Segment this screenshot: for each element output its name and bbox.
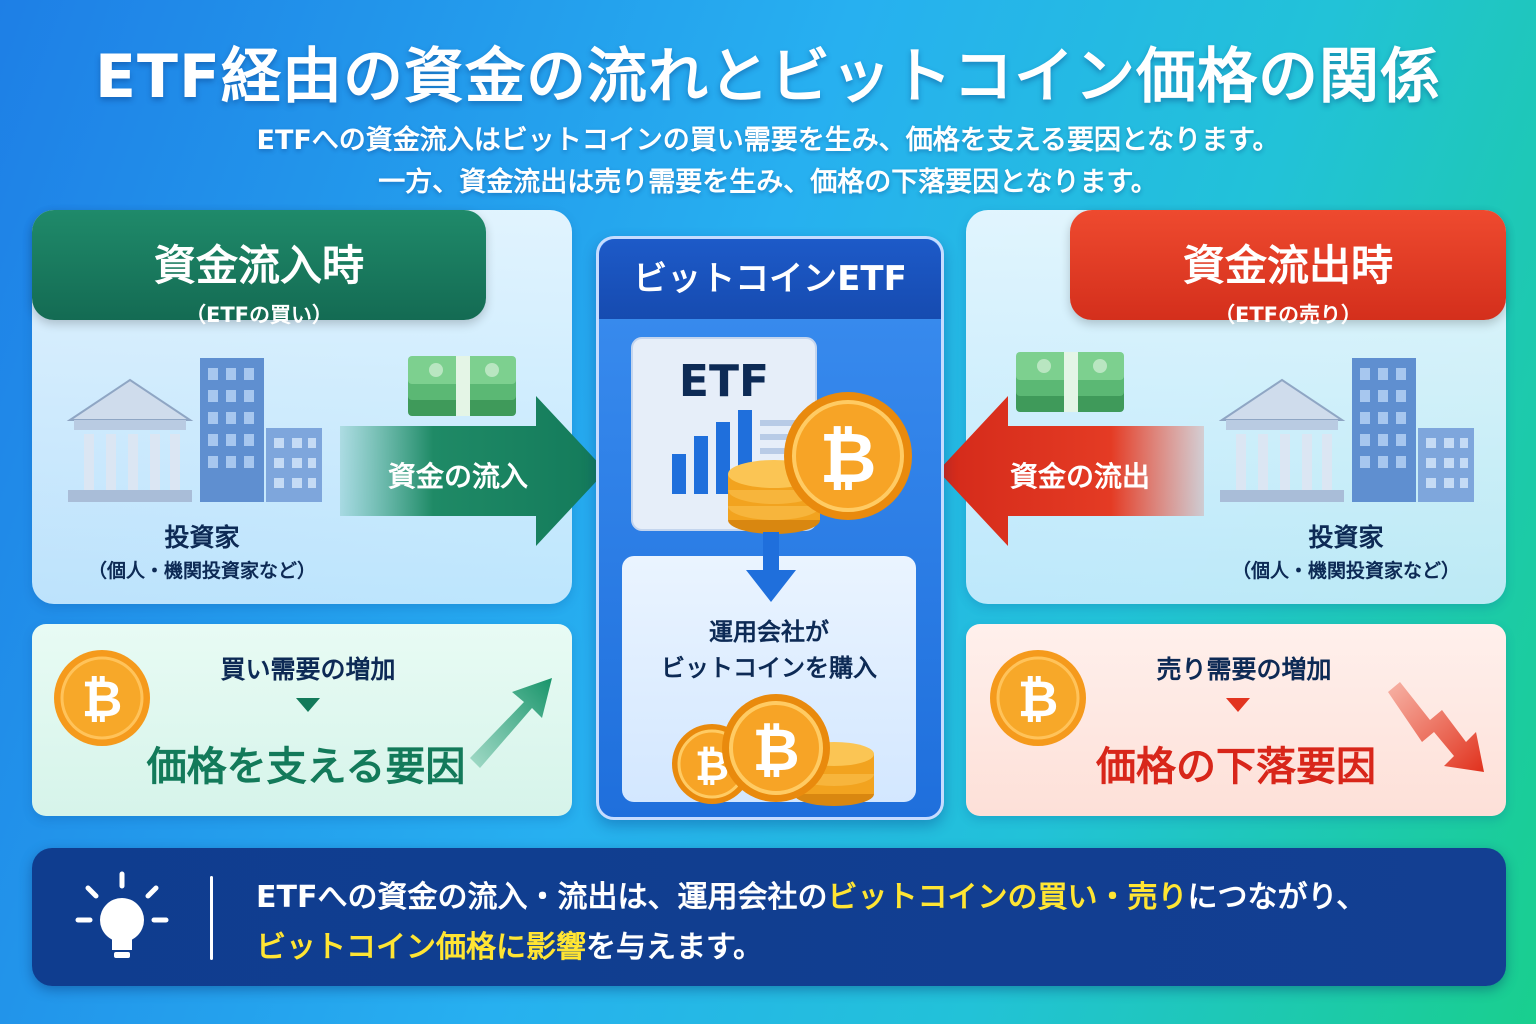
bitcoin-coin-icon: ₿ xyxy=(54,650,150,746)
outflow-header: 資金流出時 （ETFの売り） xyxy=(1070,210,1506,327)
coin-symbol: ₿ xyxy=(752,716,799,784)
trend-up-arrow-icon xyxy=(470,678,552,768)
bitcoin-coin-icon: ₿ xyxy=(990,650,1086,746)
outflow-subtitle: （ETFの売り） xyxy=(1213,303,1362,327)
inflow-demand-text: 買い需要の増加 xyxy=(220,655,396,684)
down-triangle-icon xyxy=(296,698,320,712)
inflow-subtitle: （ETFの買い） xyxy=(184,303,333,327)
outflow-demand-text: 売り需要の増加 xyxy=(1156,655,1332,684)
cash-stack-icon xyxy=(408,356,516,416)
investor-buildings-icon xyxy=(1218,358,1474,502)
trend-down-arrow-icon xyxy=(1388,682,1484,772)
bitcoin-coins-icon: ₿ ₿ xyxy=(672,694,874,806)
outflow-investor-label: 投資家 xyxy=(1308,523,1384,552)
inflow-title: 資金流入時 xyxy=(153,241,364,290)
page-title: ETF経由の資金の流れとビットコイン価格の関係 xyxy=(95,42,1441,112)
down-triangle-icon xyxy=(1226,698,1250,712)
note-line-1: ETFへの資金の流入・流出は、運用会社のビットコインの買い・売りにつながり、 xyxy=(256,872,1366,916)
inflow-investor-label: 投資家 xyxy=(164,523,240,552)
coin-symbol: ₿ xyxy=(819,417,876,499)
inflow-arrow-icon xyxy=(340,396,606,546)
outflow-investor-sub: （個人・機関投資家など） xyxy=(1231,560,1460,582)
outflow-arrow-icon xyxy=(938,396,1204,546)
down-arrow-icon xyxy=(746,532,796,602)
note-line-1-part-b: につながり、 xyxy=(1187,880,1367,915)
outflow-effect-text: 価格の下落要因 xyxy=(1096,744,1376,790)
coin-symbol: ₿ xyxy=(1018,670,1059,728)
note-divider xyxy=(210,876,213,960)
inflow-arrow-label: 資金の流入 xyxy=(387,460,528,493)
note-line-2-highlight: ビットコイン価格に影響 xyxy=(256,930,586,965)
summary-note xyxy=(32,848,1506,986)
bitcoin-coin-stack-icon: ₿ xyxy=(728,392,912,534)
etf-action-line-1: 運用会社が xyxy=(709,618,829,646)
inflow-investor-sub: （個人・機関投資家など） xyxy=(87,560,316,582)
outflow-title: 資金流出時 xyxy=(1182,241,1393,290)
coin-symbol: ₿ xyxy=(82,670,123,728)
etf-doc-label: ETF xyxy=(678,356,770,407)
inflow-header: 資金流入時 （ETFの買い） xyxy=(32,210,486,327)
subtitle-line-1: ETFへの資金流入はビットコインの買い需要を生み、価格を支える要因となります。 xyxy=(256,125,1280,156)
note-line-2-part-b: を与えます。 xyxy=(586,930,763,965)
subtitle-line-2: 一方、資金流出は売り需要を生み、価格の下落要因となります。 xyxy=(378,167,1158,198)
investor-buildings-icon xyxy=(66,358,322,502)
lightbulb-icon xyxy=(75,871,169,958)
outflow-arrow-label: 資金の流出 xyxy=(1009,460,1150,493)
note-line-1-highlight: ビットコインの買い・売り xyxy=(827,880,1188,915)
etf-action-line-2: ビットコインを購入 xyxy=(661,654,877,682)
note-line-1-part-a: ETFへの資金の流入・流出は、運用会社の xyxy=(256,880,828,915)
inflow-effect-text: 価格を支える要因 xyxy=(146,744,466,790)
etf-header: ビットコインETF xyxy=(599,239,941,319)
cash-stack-icon xyxy=(1016,352,1124,412)
note-line-2: ビットコイン価格に影響を与えます。 xyxy=(256,922,763,966)
